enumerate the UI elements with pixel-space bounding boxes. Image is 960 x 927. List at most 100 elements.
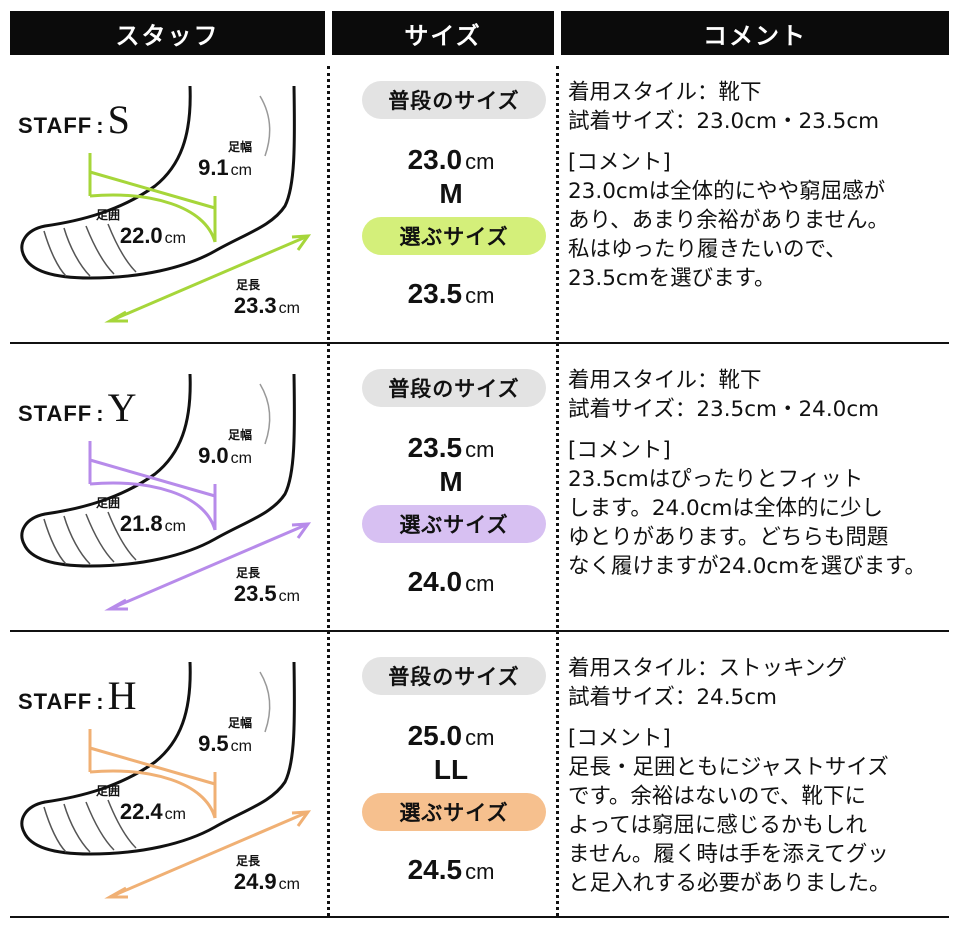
length-arrow-right <box>291 810 312 827</box>
toe-line <box>107 223 137 273</box>
chosen-size-number: 23.5 <box>407 278 463 309</box>
foot-girth-unit: cm <box>164 518 186 535</box>
usual-size-badge: 普段のサイズ <box>362 81 546 119</box>
staff-prefix: STAFF <box>18 113 93 138</box>
ankle-line <box>259 671 271 733</box>
toe-line <box>85 801 115 851</box>
foot-length-value: 23.5 <box>233 581 277 606</box>
comment-line: 着用スタイル：ストッキング <box>568 656 847 681</box>
staff-prefix: STAFF <box>18 689 93 714</box>
width-line <box>89 746 216 786</box>
foot-width-value: 9.0 <box>198 443 229 468</box>
comment-line: 私はゆったり履きたいので、 <box>568 237 847 262</box>
toe-line <box>63 803 91 853</box>
foot-length-unit: cm <box>278 588 300 605</box>
row-divider <box>10 342 949 344</box>
usual-size-number: 23.5 <box>407 432 463 463</box>
usual-size-unit: cm <box>465 437 495 462</box>
foot-width-value: 9.5 <box>198 731 229 756</box>
row-divider <box>10 630 949 632</box>
foot-length-value: 23.3 <box>233 293 277 318</box>
comment-line: ゆとりがあります。どちらも問題 <box>568 525 889 550</box>
foot-length-unit: cm <box>278 876 300 893</box>
comment-gap <box>568 712 960 724</box>
comment-line: 試着サイズ：23.5cm・24.0cm <box>568 397 880 422</box>
comment-line: ません。履く時は手を添えてグッ <box>568 842 889 867</box>
foot-width-value: 9.1 <box>198 155 229 180</box>
comment-block: 着用スタイル：靴下試着サイズ：23.5cm・24.0cm[コメント]23.5cm… <box>568 366 960 581</box>
comment-line: 23.0cmは全体的にやや窮屈感が <box>568 179 886 204</box>
length-arrow-right <box>291 522 312 539</box>
length-line <box>109 810 309 899</box>
girth-curve <box>89 769 217 819</box>
comment-block: 着用スタイル：ストッキング試着サイズ：24.5cm[コメント]足長・足囲ともにジ… <box>568 654 960 898</box>
ankle-line <box>259 383 271 445</box>
foot-girth-label: 足囲 <box>96 496 121 510</box>
toe-line <box>107 799 137 849</box>
foot-width-label: 足幅 <box>227 716 252 730</box>
usual-size-number: 23.0 <box>407 144 463 175</box>
toe-line <box>43 230 67 277</box>
comment-line: 23.5cmを選びます。 <box>568 266 776 291</box>
comment-block: 着用スタイル：靴下試着サイズ：23.0cm・23.5cm[コメント]23.0cm… <box>568 78 960 293</box>
foot-illustration <box>20 373 312 611</box>
comment-line: 着用スタイル：靴下 <box>568 80 762 105</box>
comment-line: と足入れする必要がありました。 <box>568 871 891 896</box>
comment-line: です。余裕はないので、靴下に <box>568 784 866 809</box>
row-divider <box>10 916 949 918</box>
column-divider <box>327 66 330 916</box>
length-arrow-right <box>291 234 312 251</box>
foot-length-unit: cm <box>278 300 300 317</box>
foot-girth-label: 足囲 <box>96 208 121 222</box>
comment-line: します。24.0cmは全体的に少し <box>568 496 883 521</box>
foot-width-unit: cm <box>230 738 252 755</box>
foot-width-label: 足幅 <box>227 428 252 442</box>
toe-line <box>63 515 91 565</box>
toe-line <box>43 806 67 853</box>
staff-name: STAFF:Y <box>18 388 136 428</box>
staff-name: STAFF:H <box>18 676 136 716</box>
comment-line: 23.5cmはぴったりとフィット <box>568 467 864 492</box>
usual-size-number: 25.0 <box>407 720 463 751</box>
foot-girth-value: 22.4 <box>119 799 163 824</box>
usual-size-unit: cm <box>465 725 495 750</box>
foot-girth-value: 22.0 <box>119 223 163 248</box>
foot-length-label: 足長 <box>236 278 261 292</box>
chosen-size-badge: 選ぶサイズ <box>362 217 546 255</box>
chosen-size-unit: cm <box>465 571 495 596</box>
toe-line <box>107 511 137 561</box>
usual-size-letter: LL <box>433 754 469 785</box>
comment-line: よっては窮屈に感じるかもしれ <box>568 813 867 838</box>
foot-length-value: 24.9 <box>233 869 277 894</box>
staff-name: STAFF:S <box>18 100 130 140</box>
comment-line: あり、あまり余裕がありません。 <box>568 208 889 233</box>
comment-line: 足長・足囲ともにジャストサイズ <box>568 755 889 780</box>
comment-line: 試着サイズ：23.0cm・23.5cm <box>568 109 880 134</box>
staff-colon: : <box>96 689 104 714</box>
girth-curve <box>89 481 217 531</box>
length-line <box>109 522 309 611</box>
chosen-size-number: 24.5 <box>407 854 463 885</box>
comment-line: なく履けますが24.0cmを選びます。 <box>568 554 926 579</box>
staff-colon: : <box>96 113 104 138</box>
toe-line <box>63 227 91 277</box>
staff-prefix: STAFF <box>18 401 93 426</box>
foot-length-label: 足長 <box>236 854 261 868</box>
length-arrow-left <box>104 310 128 323</box>
usual-size-badge: 普段のサイズ <box>362 657 546 695</box>
toe-line <box>85 225 115 275</box>
foot-length-label: 足長 <box>236 566 261 580</box>
